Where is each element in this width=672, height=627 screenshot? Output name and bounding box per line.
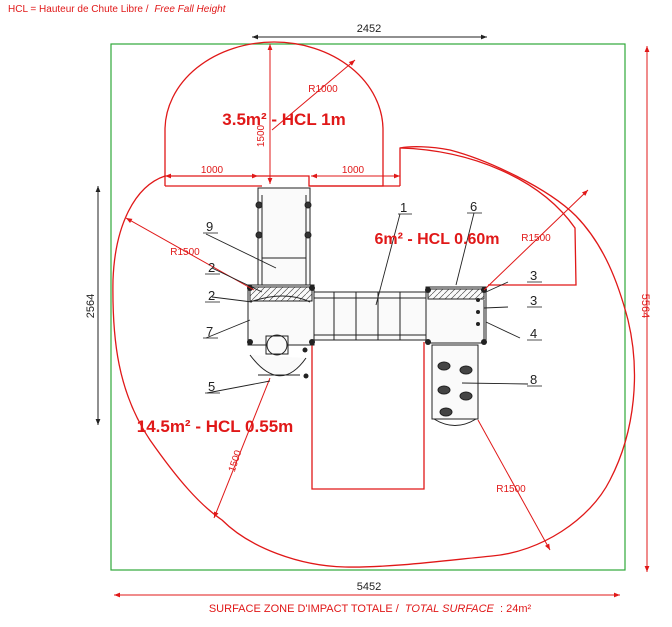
callout-6: 6	[470, 199, 477, 214]
zone-top-label: 3.5m² - HCL 1m	[222, 110, 345, 129]
callouts: 1 2 2 3 3 4 5 6 7 8 9	[206, 199, 537, 394]
dim-r1500-right-top: R1500	[521, 233, 551, 244]
dim-top-vertical: 1500	[256, 124, 267, 147]
callout-leaders	[205, 212, 529, 394]
dim-right-height: 5564	[639, 294, 651, 318]
callout-5: 5	[208, 379, 215, 394]
callout-3a: 3	[530, 268, 537, 283]
dimension-lines	[95, 34, 487, 425]
callout-2b: 2	[208, 288, 215, 303]
callout-2a: 2	[208, 260, 215, 275]
top-zone-outline	[164, 41, 384, 187]
callout-1: 1	[400, 200, 407, 215]
dim-r1500-left: R1500	[170, 247, 200, 258]
callout-9: 9	[206, 219, 213, 234]
red-dimension-lines	[114, 44, 650, 598]
dim-top-width: 2452	[357, 23, 381, 35]
dim-left-1000: 1000	[201, 165, 224, 176]
dim-left-height: 2564	[85, 294, 97, 318]
dim-r1500-right-bottom: R1500	[496, 484, 526, 495]
legend-text: HCL = Hauteur de Chute Libre / Free Fall…	[8, 4, 227, 15]
play-structure	[247, 187, 487, 426]
impact-outline	[112, 41, 636, 568]
upper-module	[257, 187, 311, 289]
zone-main-label: 14.5m² - HCL 0.55m	[137, 417, 294, 436]
callout-7: 7	[206, 324, 213, 339]
callout-underlines	[203, 212, 542, 394]
zone-middle-label: 6m² - HCL 0.60m	[374, 231, 499, 248]
climbing-wall	[431, 344, 479, 420]
dim-radius-top: R1000	[308, 84, 338, 95]
dim-right-1000: 1000	[342, 165, 365, 176]
dim-total-width: 5452	[357, 581, 381, 593]
dim-1500-bottom-left: 1500	[227, 449, 244, 474]
footer-total-surface: SURFACE ZONE D'IMPACT TOTALE / TOTAL SUR…	[209, 603, 532, 615]
callout-3b: 3	[530, 293, 537, 308]
callout-4: 4	[530, 326, 537, 341]
callout-8: 8	[530, 372, 537, 387]
bridge	[313, 291, 427, 341]
